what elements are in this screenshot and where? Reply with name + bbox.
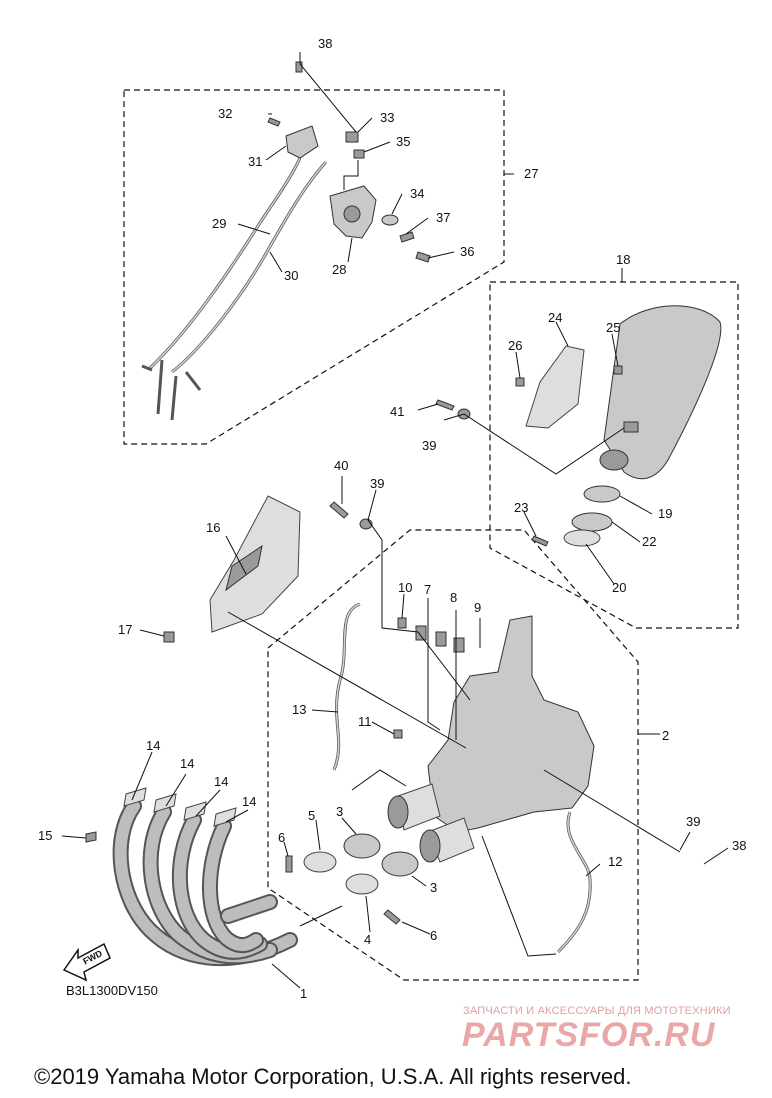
callout-36: 37 [436,210,450,225]
group-box-26 [123,89,505,445]
callout-21: 22 [642,534,656,549]
callout-14-c: 14 [214,774,228,789]
callout-15: 15 [38,828,52,843]
callout-28: 29 [212,216,226,231]
callout-14-a: 14 [146,738,160,753]
callout-40: 40 [334,458,348,473]
callout-10: 10 [398,580,412,595]
callout-9: 9 [474,600,481,615]
group-box-18 [489,281,739,629]
exhaust-header-pipe [85,787,298,967]
callout-20: 20 [612,580,626,595]
callout-13: 13 [292,702,306,717]
silencer-body-assembly [285,602,595,954]
callout-35: 36 [460,244,474,259]
watermark-logo: PARTSFOR.RU [462,1016,716,1054]
callout-39-lower: 39 [686,814,700,829]
callout-14-d: 14 [242,794,256,809]
callout-8: 8 [450,590,457,605]
muffler-assembly [515,305,722,547]
leader-lines [61,52,729,989]
callout-16: 16 [206,520,220,535]
callout-3-lower: 3 [430,880,437,895]
callout-7: 7 [424,582,431,597]
callout-29: 30 [284,268,298,283]
group-box-2 [267,529,639,981]
callout-34: 35 [396,134,410,149]
callout-17: 17 [118,622,132,637]
copyright-notice: ©2019 Yamaha Motor Corporation, U.S.A. A… [34,1064,632,1089]
callout-2: 2 [662,728,669,743]
callout-38: 38 [732,838,746,853]
exup-servo-assembly [141,61,431,421]
callout-6-lower: 6 [430,928,437,943]
callout-11: 11 [358,714,372,729]
callout-23: 24 [548,310,562,325]
callout-37: 38 [318,36,332,51]
callout-19: 19 [658,506,672,521]
callout-25: 26 [508,338,522,353]
fwd-arrow-icon: FWD [62,942,111,982]
callout-1: 1 [300,986,307,1001]
callout-18: 18 [616,252,630,267]
callout-33: 34 [410,186,424,201]
callout-41: 41 [390,404,404,419]
callout-39-upper: 39 [422,438,436,453]
callout-6-upper: 6 [278,830,285,845]
callout-22: 23 [514,500,528,515]
callout-12: 12 [608,854,622,869]
callout-32: 33 [380,110,394,125]
callout-39-middle: 39 [370,476,384,491]
callout-numbers: 38 32 33 35 31 27 34 37 29 36 28 30 18 2… [38,36,746,1001]
callout-3-upper: 3 [336,804,343,819]
watermark-caption: ЗАПЧАСТИ И АКСЕССУАРЫ ДЛЯ МОТОТЕХНИКИ [463,1005,731,1017]
diagram-code: B3L1300DV150 [66,983,158,998]
callout-27: 28 [332,262,346,277]
callout-5: 5 [308,808,315,823]
callout-4: 4 [364,932,371,947]
callout-31: 32 [218,106,232,121]
callout-30: 31 [248,154,262,169]
callout-14-b: 14 [180,756,194,771]
callout-26: 27 [524,166,538,181]
callout-24: 25 [606,320,620,335]
heat-protector [163,399,471,643]
